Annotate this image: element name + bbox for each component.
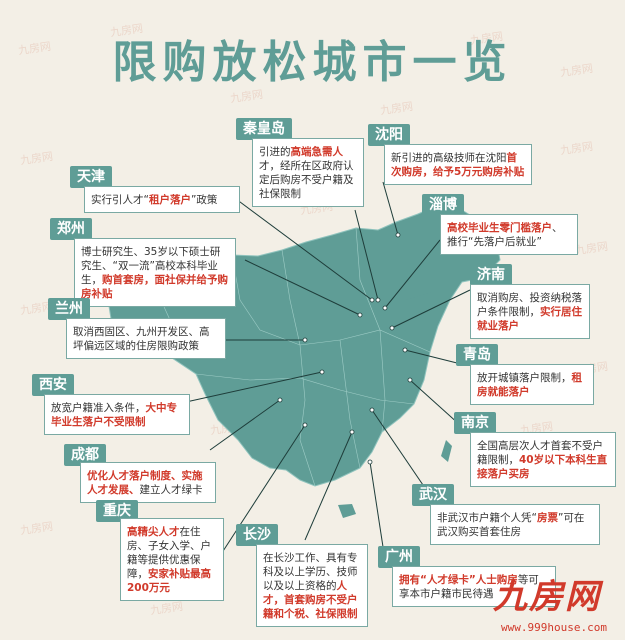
desc-segment: 引进的 — [259, 146, 291, 158]
desc-segment: 在长沙工作、具有专科及以上学历、技师以及以上资格的 — [263, 552, 358, 592]
tag-xian: 西安 — [32, 374, 74, 396]
tag-qinhuangdao: 秦皇岛 — [236, 118, 292, 140]
tag-wuhan: 武汉 — [412, 484, 454, 506]
tag-zibo: 淄博 — [422, 194, 464, 216]
desc-qingdao: 放开城镇落户限制，租房就能落户 — [470, 364, 594, 405]
desc-segment: 全国高层次人才首套不受户籍限制， — [477, 440, 603, 466]
desc-zibo: 高校毕业生零门槛落户、推行“先落户后就业” — [440, 214, 578, 255]
desc-segment: 高端急需人 — [290, 146, 344, 158]
desc-segment: 租户落户 — [148, 194, 191, 206]
tag-tianjin: 天津 — [70, 166, 112, 188]
desc-segment: 拥有“人才绿卡”人士购房 — [399, 574, 518, 586]
desc-segment: 首次购房，给予5万元购房补贴 — [391, 152, 525, 178]
desc-wuhan: 非武汉市户籍个人凭“房票”可在武汉购买首套住房 — [430, 504, 600, 545]
desc-shenyang: 新引进的高级技师在沈阳首次购房，给予5万元购房补贴 — [384, 144, 532, 185]
desc-segment: 取消西固区、九州开发区、高坪偏远区域的住房限购政策 — [73, 326, 210, 352]
tag-shenyang: 沈阳 — [368, 124, 410, 146]
desc-segment: 取消购房、投资纳税落户条件限制， — [477, 292, 582, 318]
tag-nanjing: 南京 — [454, 412, 496, 434]
tag-lanzhou: 兰州 — [48, 298, 90, 320]
desc-nanjing: 全国高层次人才首套不受户籍限制，40岁以下本科生直接落户买房 — [470, 432, 616, 487]
desc-segment: 购首套房，面社保并给予购房补贴 — [81, 274, 228, 300]
desc-xian: 放宽户籍准入条件，大中专毕业生落户不受限制 — [44, 394, 190, 435]
desc-segment: 高精尖人才 — [127, 526, 180, 538]
desc-segment: 人才，首套购房不受户籍和个税、社保限制 — [263, 580, 358, 620]
desc-segment: 博士研究生、35岁以下硕士研究生、“双一流”高校本科毕业生， — [81, 246, 221, 286]
desc-segment: 建立人才绿卡 — [139, 484, 203, 496]
tag-jinan: 济南 — [470, 264, 512, 286]
desc-segment: 等可享本市户籍市民待遇 — [399, 574, 539, 600]
desc-segment: 才，经所在区政府认定后购房不受户籍及社保限制 — [259, 160, 354, 200]
desc-segment: 、推行“先落户后就业” — [447, 222, 563, 248]
desc-segment: 大中专毕业生落户不受限制 — [51, 402, 177, 428]
desc-segment: 放宽户籍准入条件， — [51, 402, 146, 414]
brand-logo: 九房网 — [493, 577, 601, 617]
tag-zhengzhou: 郑州 — [50, 218, 92, 240]
desc-segment: 高校毕业生零门槛落户 — [447, 222, 552, 234]
desc-segment: 40岁以下本科生直接落户买房 — [477, 454, 608, 480]
tag-chongqing: 重庆 — [96, 500, 138, 522]
taiwan-island — [441, 440, 452, 462]
desc-segment: ”可在武汉购买首套住房 — [437, 512, 585, 538]
desc-jinan: 取消购房、投资纳税落户条件限制，实行居住就业落户 — [470, 284, 590, 339]
desc-segment: 实行居住就业落户 — [477, 306, 582, 332]
desc-changsha: 在长沙工作、具有专科及以上学历、技师以及以上资格的人才，首套购房不受户籍和个税、… — [256, 544, 368, 627]
desc-segment: 租房就能落户 — [477, 372, 582, 398]
desc-segment: 安家补贴最高200万元 — [127, 568, 211, 594]
desc-segment: 在住房、子女入学、户籍等提供优惠保障， — [127, 526, 211, 580]
desc-lanzhou: 取消西固区、九州开发区、高坪偏远区域的住房限购政策 — [66, 318, 226, 359]
tag-qingdao: 青岛 — [456, 344, 498, 366]
desc-segment: ”政策 — [190, 194, 218, 206]
desc-segment: 新引进的高级技师在沈阳 — [391, 152, 507, 164]
desc-segment: 非武汉市户籍个人凭“ — [437, 512, 537, 524]
page-title: 限购放松城市一览 — [112, 37, 513, 88]
province-borders — [149, 227, 431, 487]
desc-chengdu: 优化人才落户制度、实施人才发展、建立人才绿卡 — [80, 462, 216, 503]
tag-guangzhou: 广州 — [378, 546, 420, 568]
desc-guangzhou: 拥有“人才绿卡”人士购房等可享本市户籍市民待遇 — [392, 566, 556, 607]
desc-tianjin: 实行引人才“租户落户”政策 — [84, 186, 240, 213]
desc-segment: 实行引人才“ — [91, 194, 149, 206]
hainan-island — [338, 504, 356, 518]
city-dots — [277, 232, 413, 465]
tag-changsha: 长沙 — [236, 524, 278, 546]
desc-segment: 房票 — [536, 512, 558, 524]
brand-url: www.999house.com — [501, 621, 607, 634]
tag-chengdu: 成都 — [64, 444, 106, 466]
desc-qinhuangdao: 引进的高端急需人才，经所在区政府认定后购房不受户籍及社保限制 — [252, 138, 364, 207]
desc-chongqing: 高精尖人才在住房、子女入学、户籍等提供优惠保障，安家补贴最高200万元 — [120, 518, 224, 601]
desc-segment: 放开城镇落户限制， — [477, 372, 572, 384]
desc-zhengzhou: 博士研究生、35岁以下硕士研究生、“双一流”高校本科毕业生，购首套房，面社保并给… — [74, 238, 236, 307]
desc-segment: 优化人才落户制度、实施人才发展、 — [87, 470, 203, 496]
